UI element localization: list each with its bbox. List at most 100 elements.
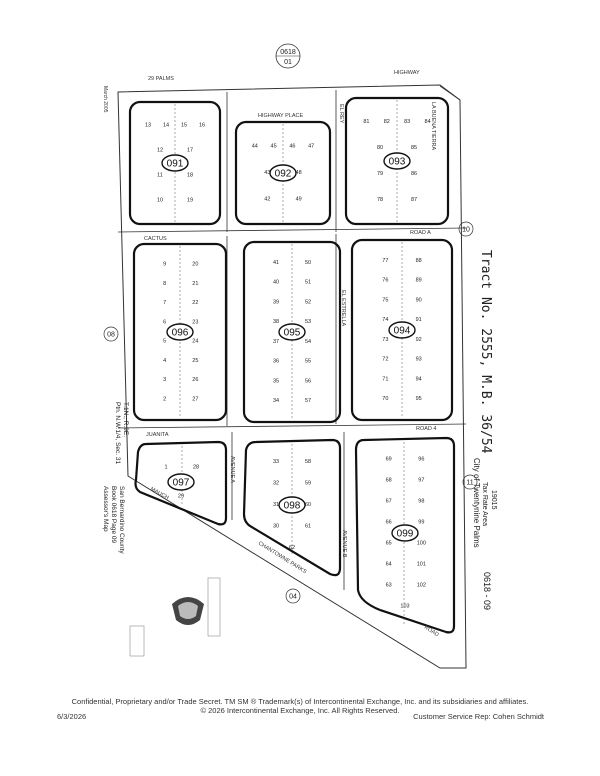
lot-number: 88 [416,258,422,264]
circle-number: 08 [107,332,115,339]
svg-text:City of Twentynine Palms: City of Twentynine Palms [472,458,481,548]
lot-number: 4 [163,358,166,364]
lot-number: 87 [411,197,417,203]
lot-number: 36 [273,359,279,365]
lot-number: 58 [305,459,311,465]
lot-number: 97 [418,478,424,484]
lot-number: 3 [163,377,166,383]
footer-date: 6/3/2026 [57,712,87,721]
tract-boundary [117,84,467,669]
street-label: ROAD 4 [416,426,436,432]
block-id-label: 095 [284,328,301,339]
ptn-label: Ptn. N.W.1/4, Sec. 31 T.1N., R.9E. [114,402,129,465]
block-id-label: 092 [275,169,292,180]
lot-number: 30 [273,524,279,530]
lot-number: 13 [145,123,151,129]
lot-number: 98 [418,499,424,505]
lot-number: 31 [273,502,279,508]
lot-number: 96 [418,457,424,463]
lot-number: 14 [163,123,169,129]
street-line [117,423,467,429]
block-097 [134,440,228,526]
svg-text:Assessor's Map: Assessor's Map [102,486,109,532]
street-label: AVENUE B [341,530,347,558]
lot-number: 18 [187,173,193,179]
assessor-note: Assessor's Map Book 0618 Page 09 San Ber… [102,486,125,554]
street-line [117,227,467,233]
svg-text:T.1N., R.9E.: T.1N., R.9E. [122,402,129,437]
lot-number: 51 [305,280,311,286]
lot-number: 91 [416,317,422,323]
lot-number: 55 [305,359,311,365]
circle-number: 10 [462,227,470,234]
street-label: EL ESTRELLA [340,290,346,327]
lot-number: 77 [382,258,388,264]
lot-number: 66 [386,520,392,526]
lot-number: 52 [305,299,311,305]
lot-number: 86 [411,171,417,177]
block-id-label: 097 [173,478,190,489]
block-id-oval [161,154,189,172]
block-id-label: 099 [397,529,414,540]
side-date-label: March 2005 [102,86,108,113]
block-id-oval [388,321,416,339]
block-094 [350,238,454,422]
lot-number: 2 [163,396,166,402]
block-id-label: 098 [284,501,301,512]
circle-number: 11 [466,480,473,487]
street-label: HIGHWAY [394,70,420,76]
block-id-oval [383,152,411,170]
lot-number: 33 [273,459,279,465]
lot-number: 47 [308,143,314,149]
lot-number: 23 [192,319,198,325]
lot-number: 53 [305,319,311,325]
lot-number: 89 [416,278,422,284]
lot-number: 40 [273,280,279,286]
lot-number: 81 [363,119,369,125]
lot-number: 71 [382,376,388,382]
map-book-badge: 0618 01 [275,43,301,69]
lot-number: 10 [157,198,163,204]
street-label: JUANITA [146,432,169,438]
footer-confidential: Confidential, Proprietary and/or Trade S… [71,697,529,706]
lot-number: 83 [404,119,410,125]
svg-text:Book 0618 Page 09: Book 0618 Page 09 [110,486,117,543]
lot-number: 72 [382,357,388,363]
block-id-label: 094 [394,326,411,337]
footer-copyright: © 2026 Intercontinental Exchange, Inc. A… [200,706,400,715]
block-093 [344,96,450,226]
block-id-oval [166,323,194,341]
lot-number: 17 [187,148,193,154]
stamp-box [129,625,145,657]
lot-number: 68 [386,478,392,484]
lot-number: 44 [252,143,258,149]
lot-number: 1 [164,465,167,471]
block-id-oval [278,496,306,514]
block-id-oval [269,164,297,182]
lot-number: 7 [163,300,166,306]
lot-number: 49 [296,197,302,203]
street-label: LA BUENA TIERRA [430,102,436,151]
lot-number: 27 [192,396,198,402]
block-092 [234,120,332,226]
lot-number: 45 [271,143,277,149]
lot-number: 100 [417,541,426,547]
lot-number: 24 [192,339,198,345]
lot-number: 50 [305,260,311,266]
block-099 [354,436,456,634]
lot-number: 43 [264,170,270,176]
lot-number: 42 [264,197,270,203]
lot-number: 41 [273,260,279,266]
lot-number: 34 [273,398,279,404]
lot-number: 90 [416,297,422,303]
lot-number: 99 [418,520,424,526]
street-label: EL REY [338,104,344,124]
street-line [439,85,461,101]
lot-number: 95 [416,396,422,402]
lot-number: 35 [273,378,279,384]
lot-number: 80 [377,145,383,151]
lot-number: 94 [416,376,422,382]
lot-number: 56 [305,378,311,384]
lot-number: 28 [193,465,199,471]
svg-text:San Bernardino County: San Bernardino County [118,486,125,554]
